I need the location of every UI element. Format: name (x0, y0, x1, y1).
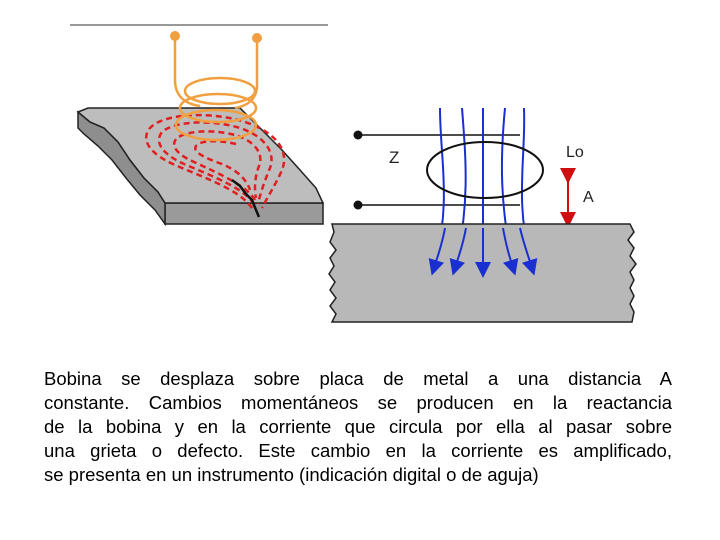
caption-line: Bobina se desplaza sobre placa de metal … (44, 368, 672, 389)
coil-terminal-right (252, 33, 262, 43)
inductance-label: Lo (566, 144, 584, 161)
coil-right (426, 141, 544, 199)
field-line-tips (428, 227, 538, 278)
eddy-current-diagram: Z Lo A (70, 24, 637, 323)
caption-line: de la bobina y en la corriente que circu… (44, 416, 672, 437)
terminal-bottom (353, 200, 363, 210)
impedance-leads (358, 134, 520, 206)
crack (231, 179, 261, 218)
terminal-top (353, 130, 363, 140)
caption-line: constante. Cambios momentáneos se produc… (44, 392, 672, 413)
coil-left (173, 37, 259, 142)
caption-line: una grieta o defecto. Este cambio en la … (44, 440, 672, 461)
caption: Bobina se desplaza sobre placa de metal … (44, 367, 672, 487)
distance-label: A (583, 189, 594, 206)
caption-line: se presenta en un instrumento (indicació… (44, 464, 539, 485)
coil-terminal-left (170, 31, 180, 41)
impedance-label: Z (389, 148, 399, 167)
